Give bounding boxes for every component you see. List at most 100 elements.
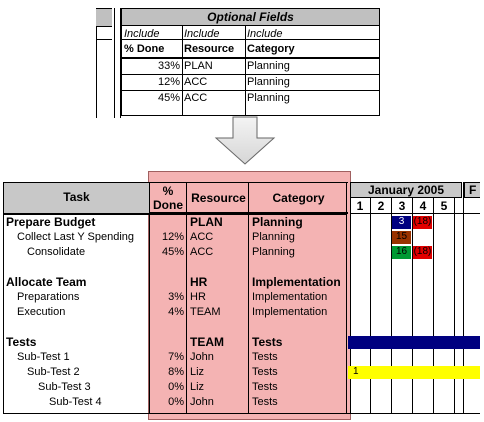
row-12-resource: Liz: [190, 381, 205, 393]
top-col-sep-1: [182, 26, 183, 115]
row-1-resource: PLAN: [190, 215, 223, 229]
gantt-day-1: 1: [356, 199, 364, 213]
gantt-day-4: 4: [419, 199, 427, 213]
gantt-grid-line: [370, 198, 371, 414]
gantt-next-month-header-bg: [464, 182, 480, 198]
top-header-category: Category: [247, 43, 295, 55]
top-table-left-stub: [96, 8, 113, 118]
table-bottom-border: [3, 413, 480, 414]
top-include-pct: Include: [124, 28, 160, 40]
gantt-bar-tests: [348, 336, 480, 349]
gantt-bar-subtest-2: [348, 366, 480, 379]
top-table-left-stub-line: [96, 39, 112, 40]
row-11-task: Sub-Test 2: [27, 366, 80, 378]
row-7-pct: 4%: [168, 306, 184, 318]
top-include-category: Include: [247, 28, 283, 40]
gantt-day-row: [350, 198, 480, 214]
gantt-grid-line: [412, 198, 413, 414]
col-sep-task: [149, 182, 150, 414]
row-3-pct: 45%: [161, 246, 184, 258]
row-2-category: Planning: [252, 231, 295, 243]
row-6-pct: 3%: [168, 291, 184, 303]
gantt-grid-line: [433, 198, 434, 414]
top-col-sep-2: [245, 26, 246, 115]
row-12-category: Tests: [252, 381, 278, 393]
row-11-pct: 8%: [168, 366, 184, 378]
gantt-bar-row-3-day-3: [392, 246, 411, 259]
row-13-pct: 0%: [168, 396, 184, 408]
row-5-resource: HR: [190, 275, 208, 289]
row-3-category: Planning: [252, 246, 295, 258]
gantt-label-row-3-day-4: (18): [413, 246, 432, 257]
row-9-category: Tests: [252, 335, 283, 349]
gantt-grid-line: [454, 198, 455, 414]
gantt-label-subtest-2: 1: [353, 366, 359, 377]
gantt-grid-line: [391, 198, 392, 414]
row-11-category: Tests: [252, 366, 278, 378]
top-row-line: [122, 90, 379, 91]
row-13-category: Tests: [252, 396, 278, 408]
top-row-1-pct: 33%: [157, 60, 180, 72]
row-12-task: Sub-Test 3: [38, 381, 91, 393]
row-7-resource: TEAM: [190, 306, 221, 318]
gantt-bar-row-1-day-4: [413, 216, 432, 229]
row-13-resource: John: [190, 396, 214, 408]
row-7-category: Implementation: [252, 306, 328, 318]
gantt-label-row-3-day-3: 16: [395, 246, 408, 257]
col-sep-pct: [186, 182, 187, 414]
table-header-bottom: [3, 213, 347, 215]
gantt-bar-row-1-day-3: [392, 216, 411, 229]
row-1-category: Planning: [252, 215, 303, 229]
gantt-grid-line: [350, 182, 351, 414]
gantt-label-row-1-day-4: (18): [413, 216, 432, 227]
col-sep-category-end: [346, 182, 347, 414]
gantt-grid-line: [463, 182, 464, 414]
gantt-bar-row-2-day-3: [392, 231, 411, 244]
header-task: Task: [63, 190, 90, 204]
table-left-border: [3, 182, 4, 414]
header-pct-line1: %: [162, 184, 174, 198]
gantt-label-row-1-day-3: 3: [398, 216, 405, 227]
row-10-pct: 7%: [168, 351, 184, 363]
header-pct-line2: Done: [153, 198, 183, 212]
gantt-day-5: 5: [440, 199, 448, 213]
col-sep-resource: [248, 182, 249, 414]
header-resource: Resource: [191, 191, 246, 205]
row-5-task: Allocate Team: [6, 275, 87, 289]
row-9-resource: TEAM: [190, 335, 224, 349]
gantt-day-2: 2: [377, 199, 385, 213]
top-row-3-resource: ACC: [184, 92, 208, 104]
row-6-category: Implementation: [252, 291, 328, 303]
top-row-1-category: Planning: [247, 60, 290, 72]
top-row-line: [122, 74, 379, 75]
gantt-label-row-2-day-3: 15: [395, 231, 408, 242]
down-arrow-icon: [214, 116, 276, 165]
row-2-pct: 12%: [161, 231, 184, 243]
row-12-pct: 0%: [168, 381, 184, 393]
top-header-pct: % Done: [124, 43, 165, 55]
top-table-title: Optional Fields: [122, 9, 379, 26]
task-header-bg: [3, 182, 150, 214]
top-row-2-category: Planning: [247, 76, 290, 88]
gantt-day-3: 3: [398, 199, 406, 213]
row-2-task: Collect Last Y Spending: [17, 231, 135, 243]
top-row-2-pct: 12%: [157, 76, 180, 88]
row-9-task: Tests: [6, 335, 37, 349]
row-6-resource: HR: [190, 291, 206, 303]
top-row-3-category: Planning: [247, 92, 290, 104]
row-11-resource: Liz: [190, 366, 205, 378]
row-10-task: Sub-Test 1: [17, 351, 70, 363]
row-3-resource: ACC: [190, 246, 214, 258]
header-category: Category: [272, 191, 325, 205]
row-1-task: Prepare Budget: [6, 215, 96, 229]
row-10-category: Tests: [252, 351, 278, 363]
top-table-left-stub-header: [96, 8, 112, 27]
top-table-divider: [114, 8, 121, 118]
top-header-line: [122, 39, 379, 40]
row-10-resource: John: [190, 351, 214, 363]
top-row-1-resource: PLAN: [184, 60, 213, 72]
top-header-line-bottom: [122, 57, 379, 59]
top-include-resource: Include: [184, 28, 220, 40]
row-3-task: Consolidate: [27, 246, 86, 258]
row-7-task: Execution: [17, 306, 66, 318]
